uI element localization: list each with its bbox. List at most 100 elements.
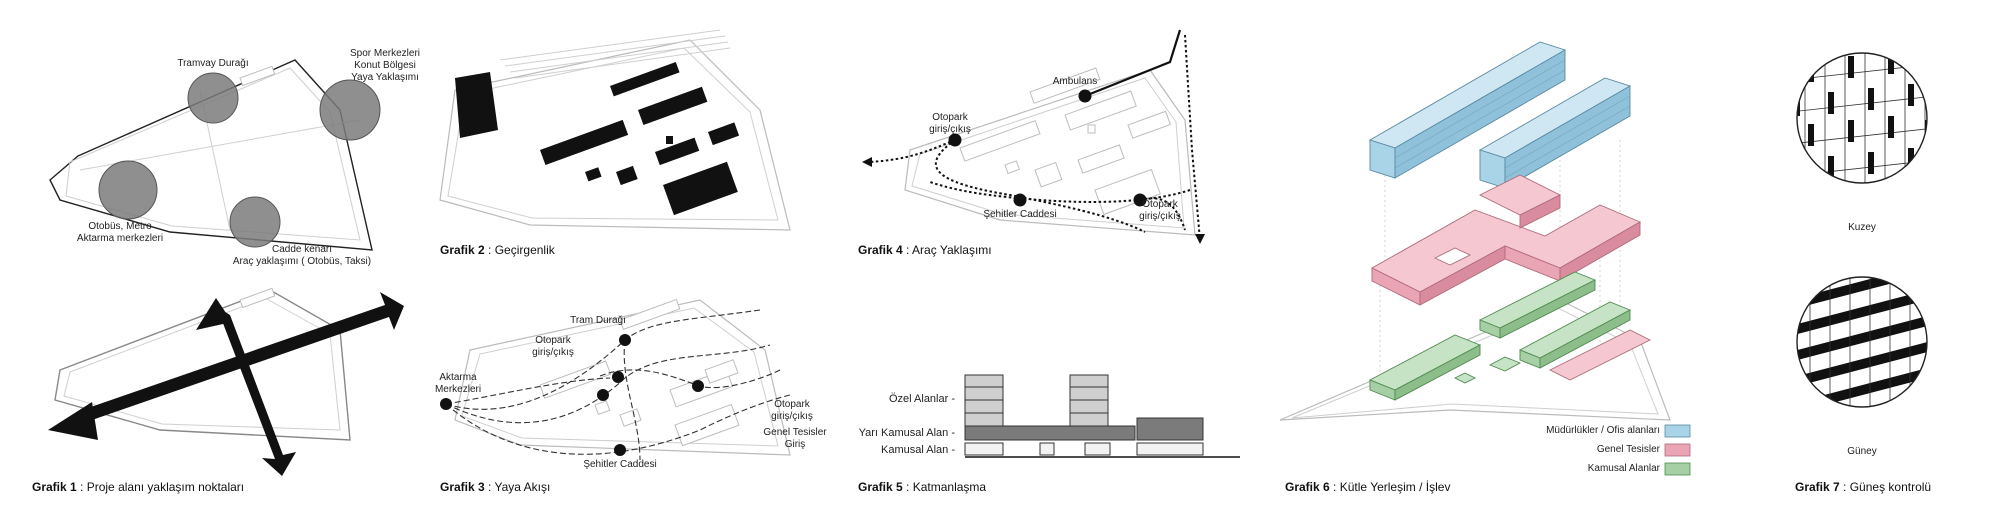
facade-south bbox=[1797, 277, 1927, 407]
node-street bbox=[1013, 193, 1027, 207]
caption-graphic-7: Grafik 7 : Güneş kontrolü bbox=[1795, 480, 1931, 494]
office-blocks bbox=[1368, 41, 1632, 189]
graphic-1-approach-points: Tramvay Durağı Spor Merkezleri Konut Böl… bbox=[32, 48, 420, 494]
label-entrance: Giriş bbox=[785, 439, 806, 450]
svg-text:Kamusal Alanlar: Kamusal Alanlar bbox=[1588, 463, 1661, 474]
general-facility-block-ground bbox=[1548, 329, 1652, 381]
building-outline bbox=[1087, 124, 1096, 134]
building-outline bbox=[619, 298, 681, 331]
solid-block bbox=[638, 86, 708, 126]
svg-text:Müdürlükler / Ofis alanları: Müdürlükler / Ofis alanları bbox=[1546, 425, 1660, 436]
building-outline bbox=[1029, 67, 1101, 104]
site-inner-outline bbox=[911, 77, 1185, 229]
node-parking-b bbox=[1133, 193, 1147, 207]
label-tram-stop: Tram Durağı bbox=[570, 315, 626, 326]
label-transfer-centers: Aktarma merkezleri bbox=[77, 233, 163, 244]
public-area-blocks bbox=[1368, 271, 1632, 401]
label-private-areas: Özel Alanlar - bbox=[889, 393, 955, 405]
solid-block-small bbox=[616, 165, 638, 186]
caption-graphic-2: Grafik 2 : Geçirgenlik bbox=[440, 243, 556, 257]
pedestrian-flow-lines bbox=[445, 309, 791, 461]
semi-public-layer bbox=[964, 417, 1204, 441]
approach-circle-street bbox=[229, 196, 281, 248]
label-pedestrian-approach: Yaya Yaklaşımı bbox=[351, 72, 419, 83]
label-street-side: Cadde kenarı bbox=[272, 244, 332, 255]
building-outline bbox=[1077, 144, 1125, 174]
private-layer-right bbox=[1069, 374, 1109, 427]
graphic-5-layering: Özel Alanlar - Yarı Kamusal Alan - Kamus… bbox=[858, 374, 1240, 494]
street-line bbox=[504, 35, 726, 67]
private-layer-left bbox=[964, 374, 1004, 427]
node-ambulance bbox=[1078, 89, 1092, 103]
solid-block bbox=[610, 62, 680, 97]
caption-graphic-5: Grafik 5 : Katmanlaşma bbox=[858, 480, 986, 494]
graphic-6-mass-layout: Müdürlükler / Ofis alanları Genel Tesisl… bbox=[1279, 41, 1691, 494]
node-general-entry bbox=[692, 380, 704, 392]
solid-block bbox=[708, 122, 740, 146]
building-outline bbox=[674, 403, 740, 447]
building-outline bbox=[959, 119, 1041, 162]
approach-circle-sport bbox=[319, 79, 381, 141]
building-outline bbox=[1034, 161, 1063, 188]
caption-graphic-6: Grafik 6 : Kütle Yerleşim / İşlev bbox=[1285, 480, 1450, 494]
graphic-2-permeability: Grafik 2 : Geçirgenlik bbox=[439, 29, 791, 257]
label-south: Güney bbox=[1847, 446, 1876, 457]
solid-block bbox=[540, 119, 629, 166]
site-outline bbox=[439, 39, 791, 231]
label-entry-exit-b: giriş/çıkış bbox=[1139, 211, 1181, 222]
caption-graphic-4: Grafik 4 : Araç Yaklaşımı bbox=[858, 243, 992, 257]
label-transfer: Aktarma bbox=[439, 372, 477, 383]
legend-item-public-areas: Kamusal Alanlar bbox=[1588, 462, 1691, 476]
node-parking-2 bbox=[597, 389, 609, 401]
label-vehicle-approach: Araç yaklaşımı ( Otobüs, Taksi) bbox=[233, 256, 371, 267]
arrowhead-west bbox=[862, 157, 872, 167]
building-outline bbox=[1004, 160, 1020, 175]
graphic-3-pedestrian-flow: Tram Durağı Otopark giriş/çıkış Aktarma … bbox=[435, 298, 827, 494]
site-outline bbox=[454, 299, 791, 456]
legend-item-general-facilities: Genel Tesisler bbox=[1597, 443, 1691, 457]
building-outline bbox=[1127, 110, 1172, 139]
legend: Müdürlükler / Ofis alanları Genel Tesisl… bbox=[1546, 424, 1691, 476]
approach-circle-tram bbox=[187, 72, 239, 124]
label-housing-area: Konut Bölgesi bbox=[354, 60, 416, 71]
label-parking-b: Otopark bbox=[1142, 199, 1179, 210]
caption-graphic-1: Grafik 1 : Proje alanı yaklaşım noktalar… bbox=[32, 480, 244, 494]
tram-stop-shape bbox=[239, 65, 276, 87]
solid-block-small bbox=[585, 167, 602, 182]
node-transfer-centers bbox=[440, 398, 452, 410]
label-parking-b: Otopark bbox=[774, 399, 811, 410]
node-parking bbox=[948, 133, 962, 147]
svg-text:Genel Tesisler: Genel Tesisler bbox=[1597, 444, 1661, 455]
node-tram-stop bbox=[619, 334, 631, 346]
label-parking: Otopark bbox=[932, 112, 969, 123]
ambulance-route bbox=[1084, 29, 1182, 98]
arrowhead-south bbox=[1195, 234, 1205, 244]
node-parking bbox=[612, 371, 624, 383]
label-centers: Merkezleri bbox=[435, 384, 481, 395]
graphic-7-sun-control: Kuzey Güney Grafik 7 : Güneş bbox=[1795, 52, 1931, 494]
label-general-facilities: Genel Tesisler bbox=[763, 427, 827, 438]
facade-north-frame bbox=[1796, 52, 1928, 184]
label-entry-exit-b: giriş/çıkış bbox=[771, 411, 813, 422]
label-sport-centers: Spor Merkezleri bbox=[350, 48, 420, 59]
graphic-4-vehicle-approach: Ambulans Otopark giriş/çıkış Otopark gir… bbox=[858, 29, 1205, 257]
site-outline-lower bbox=[54, 289, 351, 441]
solid-block-corner bbox=[455, 72, 498, 138]
arrow-north-south bbox=[196, 298, 296, 476]
street-line bbox=[509, 41, 729, 73]
facade-north bbox=[1797, 53, 1927, 183]
label-north: Kuzey bbox=[1848, 222, 1876, 233]
label-ambulance: Ambulans bbox=[1053, 76, 1097, 87]
street-line bbox=[514, 47, 731, 79]
solid-block-large bbox=[662, 161, 738, 216]
building-outline bbox=[539, 360, 612, 399]
building-outline bbox=[704, 359, 739, 384]
building-outline bbox=[594, 400, 611, 416]
label-parking: Otopark bbox=[535, 335, 572, 346]
label-bus-metro: Otobüs, Metro bbox=[88, 221, 152, 232]
legend-item-offices: Müdürlükler / Ofis alanları bbox=[1546, 424, 1691, 438]
approach-circle-bus bbox=[98, 160, 158, 220]
site-inner-outline bbox=[65, 67, 361, 241]
label-sehitler-street: Şehitler Caddesi bbox=[583, 459, 656, 470]
